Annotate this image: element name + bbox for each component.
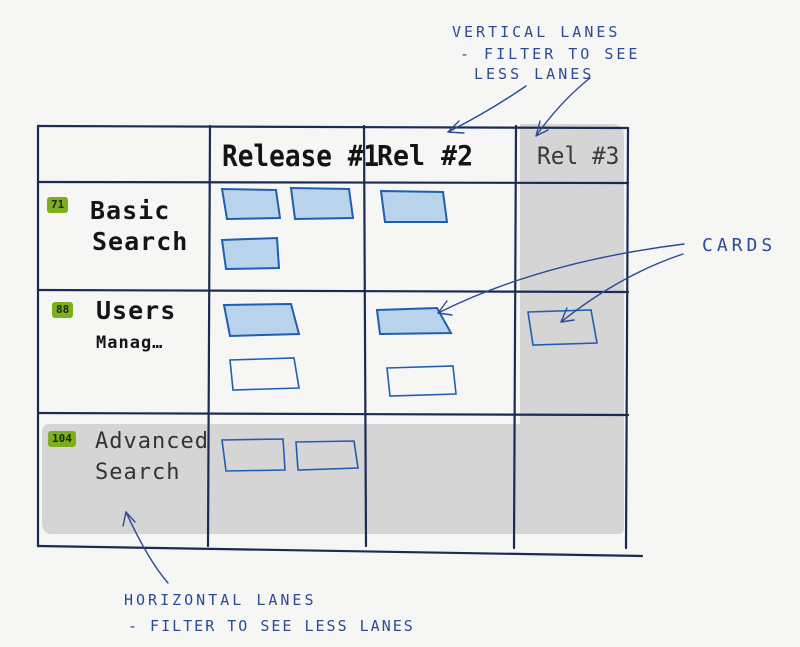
card	[375, 306, 453, 336]
card	[527, 309, 598, 346]
card	[379, 189, 449, 223]
annotation-horizontal-title: HORIZONTAL LANES	[124, 591, 317, 609]
lane-title: Users	[96, 296, 177, 325]
annotation-cards: CARDS	[702, 235, 777, 256]
lane-badge: 88	[52, 302, 74, 318]
card	[386, 365, 457, 397]
annotation-vertical-line: LESS LANES	[474, 65, 595, 83]
annotation-arrows	[122, 77, 685, 584]
column-header-rel-2: Rel #2	[377, 139, 474, 172]
annotation-vertical-line: - FILTER TO SEE	[460, 45, 641, 63]
lane-badge: 71	[47, 197, 69, 213]
card	[220, 236, 281, 271]
lane-title: Basic	[90, 196, 171, 225]
card	[295, 440, 359, 471]
card	[222, 302, 301, 338]
lane-title: Search	[92, 227, 189, 256]
annotation-horizontal-line: - FILTER TO SEE LESS LANES	[128, 617, 415, 635]
lane-title: Search	[95, 460, 181, 485]
cards	[220, 186, 598, 472]
annotation-vertical-title: VERTICAL LANES	[452, 23, 621, 41]
card	[220, 187, 282, 221]
card	[221, 438, 286, 472]
advanced-search-disabled-lane	[42, 424, 624, 534]
lane-title: Advanced	[95, 429, 209, 454]
column-header-release-1: Release #1	[222, 139, 380, 173]
column-header-rel-3: Rel #3	[537, 142, 620, 170]
lane-badge: 104	[48, 431, 76, 447]
board-grid	[36, 124, 644, 558]
card	[229, 357, 300, 391]
lane-title: Manag…	[96, 333, 164, 353]
card	[289, 186, 355, 221]
